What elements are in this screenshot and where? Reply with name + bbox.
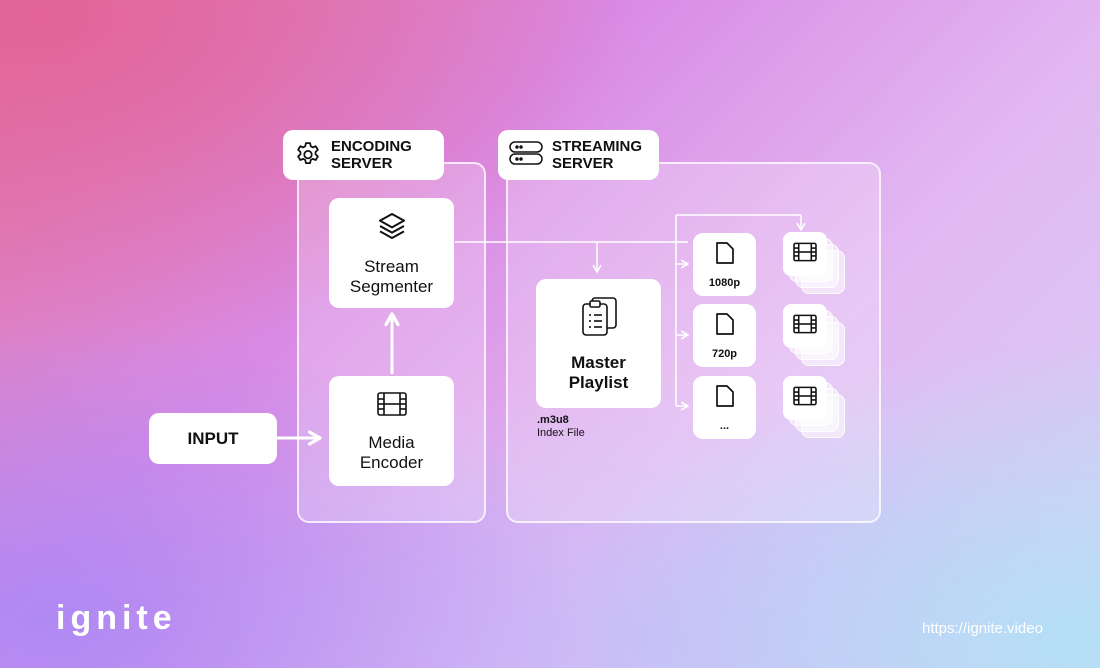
media-encoder-box: Media Encoder (329, 376, 454, 486)
stream-segmenter-label: Stream Segmenter (349, 256, 434, 296)
ignite-logo: ignite (56, 598, 177, 638)
film-icon (376, 390, 408, 423)
segment-stack-1080p (783, 232, 847, 296)
file-icon (714, 240, 736, 271)
film-icon (792, 241, 818, 268)
encoding-server-tag: ENCODING SERVER (283, 130, 444, 180)
master-playlist-box: Master Playlist (536, 279, 661, 408)
encoding-server-title: ENCODING SERVER (331, 138, 412, 172)
index-file-ext: .m3u8 (537, 414, 569, 426)
index-file-desc: Index File (537, 427, 585, 439)
streaming-server-title: STREAMING SERVER (552, 138, 642, 172)
rendition-label: 720p (711, 348, 738, 360)
logo-text: ignite (56, 599, 177, 637)
index-file-caption: .m3u8 Index File (537, 414, 585, 440)
file-icon (714, 383, 736, 414)
master-playlist-label: Master Playlist (568, 353, 629, 392)
server-icon (508, 138, 544, 173)
streaming-server-tag: STREAMING SERVER (498, 130, 659, 180)
rendition-1080p: 1080p (693, 233, 756, 296)
clipboard-icon (579, 294, 619, 343)
rendition-label: 1080p (708, 277, 741, 289)
film-icon (792, 385, 818, 412)
gear-icon (293, 138, 323, 173)
segment-stack-720p (783, 304, 847, 368)
input-box: INPUT (149, 413, 277, 464)
rendition-720p: 720p (693, 304, 756, 367)
footer-url-text[interactable]: https://ignite.video (922, 620, 1043, 637)
file-icon (714, 311, 736, 342)
segment-stack-other (783, 376, 847, 440)
media-encoder-label: Media Encoder (359, 432, 424, 472)
input-label: INPUT (187, 428, 239, 448)
rendition-label: ... (719, 420, 730, 432)
rendition-other: ... (693, 376, 756, 439)
footer-url[interactable]: https://ignite.video (922, 620, 1043, 638)
stream-segmenter-box: Stream Segmenter (329, 198, 454, 308)
layers-icon (376, 210, 408, 247)
film-icon (792, 313, 818, 340)
